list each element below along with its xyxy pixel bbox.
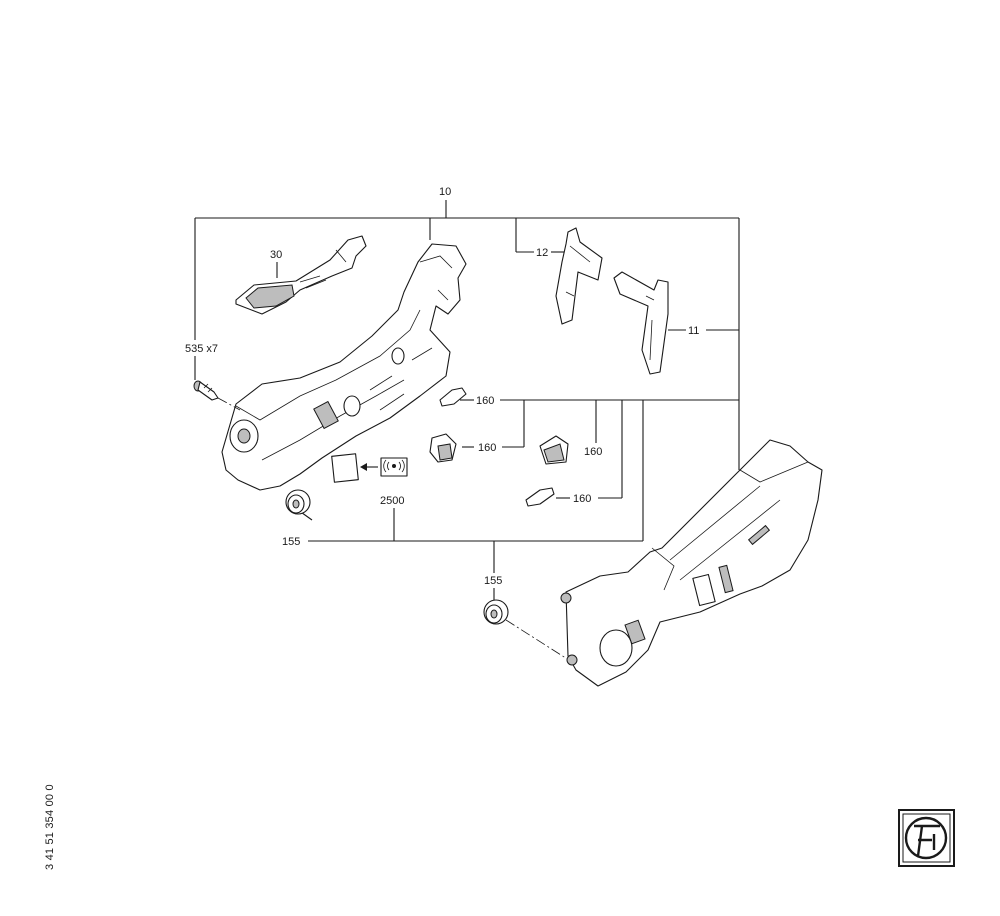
pad-160-a (439, 387, 467, 407)
pad-160-d (525, 487, 555, 507)
callout-2500: 2500 (380, 495, 404, 507)
callout-12: 12 (536, 247, 548, 259)
callout-155-right: 155 (484, 575, 502, 587)
callout-535: 535 x7 (185, 343, 218, 355)
bumper-155-left (285, 489, 311, 515)
assembled-tool (560, 439, 823, 687)
document-number: 3 41 51 354 00 0 (44, 784, 56, 870)
label-sticker-2500 (331, 453, 408, 483)
callouts: 10 30 535 x7 12 11 160 160 160 160 2500 … (185, 186, 699, 587)
leader-lines (194, 200, 740, 663)
callout-160-b: 160 (478, 442, 496, 454)
callout-30: 30 (270, 249, 282, 261)
switch-part-12 (555, 227, 603, 325)
pad-160-b (429, 433, 457, 463)
callout-160-a: 160 (476, 395, 494, 407)
callout-160-d: 160 (573, 493, 591, 505)
callout-11: 11 (688, 325, 699, 337)
housing-half-left (221, 243, 467, 491)
trigger-part-30 (235, 235, 367, 315)
screw-535 (193, 380, 241, 411)
bumper-155-right (483, 599, 509, 625)
fein-logo-icon (898, 809, 955, 867)
callout-10: 10 (439, 186, 451, 198)
pad-160-c (539, 435, 569, 465)
callout-160-c: 160 (584, 446, 602, 458)
callout-155-left: 155 (282, 536, 300, 548)
switch-part-11 (613, 271, 669, 375)
